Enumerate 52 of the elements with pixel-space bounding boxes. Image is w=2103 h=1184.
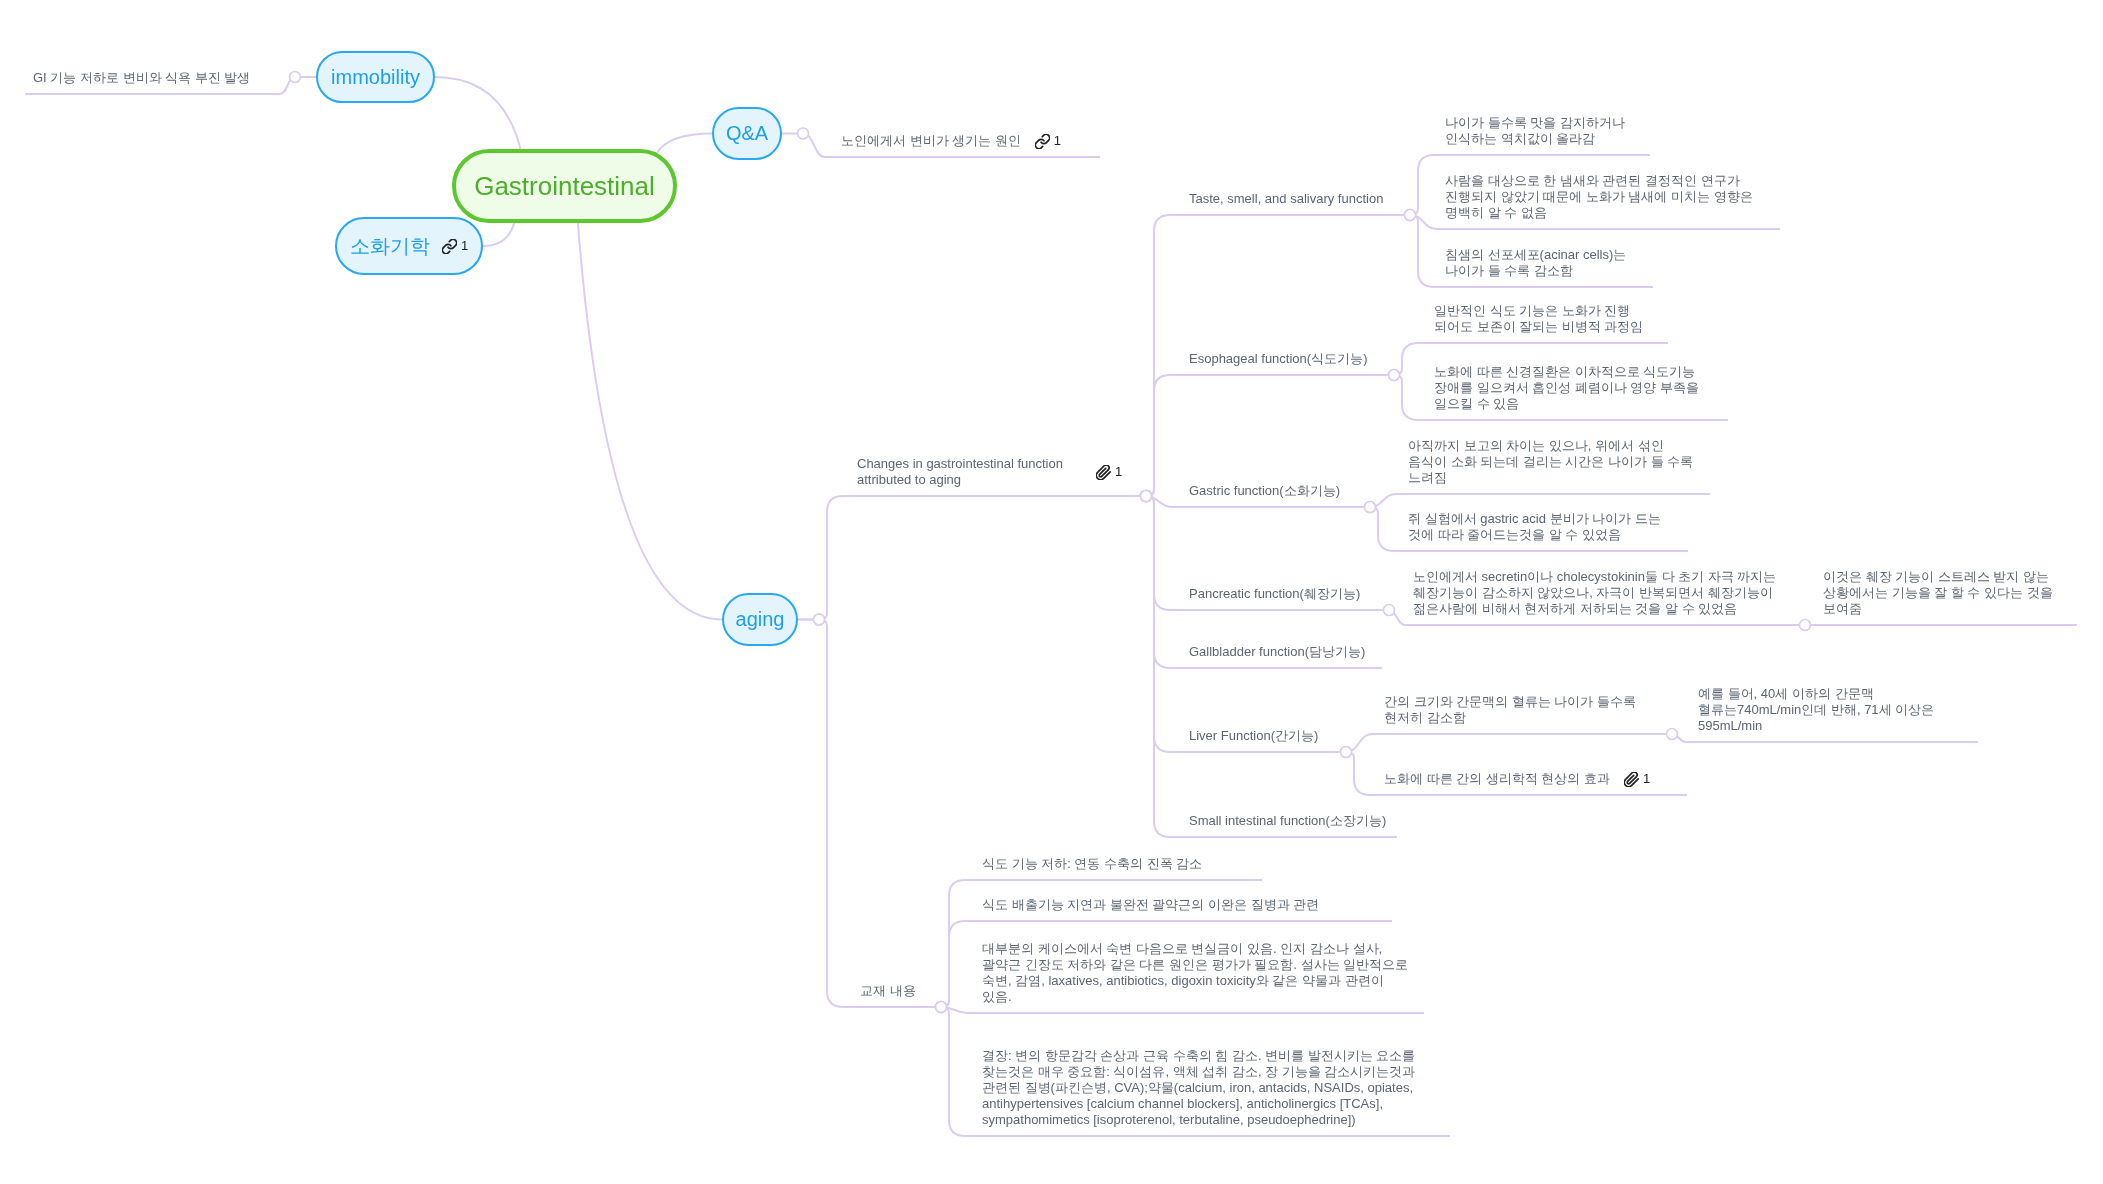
subtopic: Gastric function(소화기능): [1172, 483, 1364, 508]
subtopic: 노인에게서 secretin이나 cholecystokinin둘 다 초기 자극 까지는 췌장기능이 감소하지 않았으나, 자극이 반복되면서 췌장기능이 젊은사람에 비해서 현저하게 저하되는 것을 알 수 있었음: [1405, 569, 1799, 626]
attachment-count: 1: [1643, 771, 1651, 787]
subtopic: 식도 배출기능 지연과 불완전 괄약근의 이완은 질병과 관련: [968, 897, 1392, 922]
topic-text: 소화기학: [349, 233, 430, 259]
subtopic: Pancreatic function(췌장기능): [1172, 586, 1383, 611]
branch-line: [1403, 208, 1438, 288]
subtopic: Liver Function(간기능): [1172, 728, 1340, 753]
link-count: 1: [1053, 133, 1062, 149]
branch-line: [576, 222, 723, 621]
central-topic: Gastrointestinal: [452, 149, 677, 223]
subtopic: 쥐 실험에서 gastric acid 분비가 나이가 드는 것에 따라 줄어드는것을 알 수 있었음: [1396, 511, 1688, 552]
branch-line: [1382, 603, 1406, 626]
attachment-count: 1: [1115, 464, 1123, 480]
subtopic: 식도 기능 저하: 연동 수축의 진폭 감소: [968, 856, 1262, 881]
branch-line: [279, 70, 317, 95]
link-count: 1: [460, 238, 469, 254]
subtopic: [843, 456, 1140, 497]
branch-line: [655, 132, 713, 155]
subtopic: GI 기능 저하로 변비와 식욕 부진 발생: [25, 70, 280, 95]
subtopic-text: 노인에게서 변비가 생기는 원인: [841, 133, 1021, 149]
subtopic: 간의 크기와 간문맥의 혈류는 나이가 들수록 현저히 감소함: [1372, 694, 1666, 735]
subtopic: 이것은 췌장 기능이 스트레스 받지 않는 상황에서는 기능을 잘 할 수 있다는 것을 보여줌: [1815, 569, 2077, 626]
subtopic: 노화에 따른 신경질환은 이차적으로 식도기능 장애를 일으켜서 흡인성 폐렴이나 영양 부족을 일으킬 수 있음: [1420, 364, 1728, 421]
subtopic: 교재 내용: [843, 983, 935, 1008]
topic-pill: [335, 217, 483, 275]
subtopic: 아직까지 보고의 차이는 있으나, 위에서 섞인 음식이 소화 되는데 걸리는 시간은 나이가 들 수록 느려짐: [1396, 438, 1710, 495]
subtopic: Taste, smell, and salivary function: [1172, 191, 1404, 216]
branch-line: [1665, 727, 1687, 743]
subtopic: 사람을 대상으로 한 냄새와 관련된 결정적인 연구가 진행되지 않았기 때문에 노화가 냄새에 미치는 영향은 명백히 알 수 없음: [1437, 173, 1780, 230]
branch-line: [1387, 368, 1421, 421]
branch-line: [797, 613, 844, 1008]
subtopic: 일반적인 식도 기능은 노화가 진행 되어도 보존이 잘되는 비병적 과정임: [1420, 303, 1668, 344]
branch-line: [781, 127, 826, 158]
subtopic: Small intestinal function(소장기능): [1172, 813, 1397, 838]
topic-pill: immobility: [316, 51, 435, 103]
topic-pill: aging: [722, 593, 798, 646]
subtopic: 침샘의 선포세포(acinar cells)는 나이가 들 수록 감소함: [1437, 247, 1653, 288]
subtopic-text: Changes in gastrointestinal function attributed to aging: [857, 456, 1064, 488]
subtopic-text: 노화에 따른 간의 생리학적 현상의 효과: [1384, 771, 1611, 787]
branch-line: [482, 222, 516, 247]
subtopic: 나이가 들수록 맛을 감지하거나 인식하는 역치값이 올라감: [1437, 115, 1650, 156]
subtopic: Esophageal function(식도기능): [1172, 351, 1388, 376]
branch-line: [434, 76, 522, 150]
subtopic: [1372, 771, 1687, 796]
subtopic: [825, 133, 1100, 158]
branch-line: [1798, 618, 1816, 632]
topic-pill: Q&A: [712, 107, 782, 160]
subtopic: 예를 들어, 40세 이하의 간문맥 혈류는740mL/min인데 반해, 71세 이상은 595mL/min: [1686, 686, 1978, 743]
subtopic: 결장: 변의 항문감각 손상과 근육 수축의 힘 감소. 변비를 발전시키는 요소를 찾는것은 매우 중요함: 식이섬유, 액체 섭취 감소, 장 기능을 감소시키는것과 관련된 질병(파킨슨병, CVA);약물(calcium, iron, antacids, NSAIDs, opiates, antihypertensives [calcium channel blockers], anticholinergics [TCAs], sympathomimetics [isoproterenol, terbutaline, pseudoephedrine]): [968, 1048, 1450, 1137]
subtopic: 대부분의 케이스에서 숙변 다음으로 변실금이 있음. 인지 감소나 설사, 괄약근 긴장도 저하와 같은 다른 원인은 평가가 필요함. 설사는 일반적으로 숙변, 감염, laxatives, antibiotics, digoxin toxicity와 같은 약물과 관련이 있음.: [968, 941, 1424, 1014]
subtopic: Gallbladder function(담낭기능): [1172, 644, 1382, 669]
